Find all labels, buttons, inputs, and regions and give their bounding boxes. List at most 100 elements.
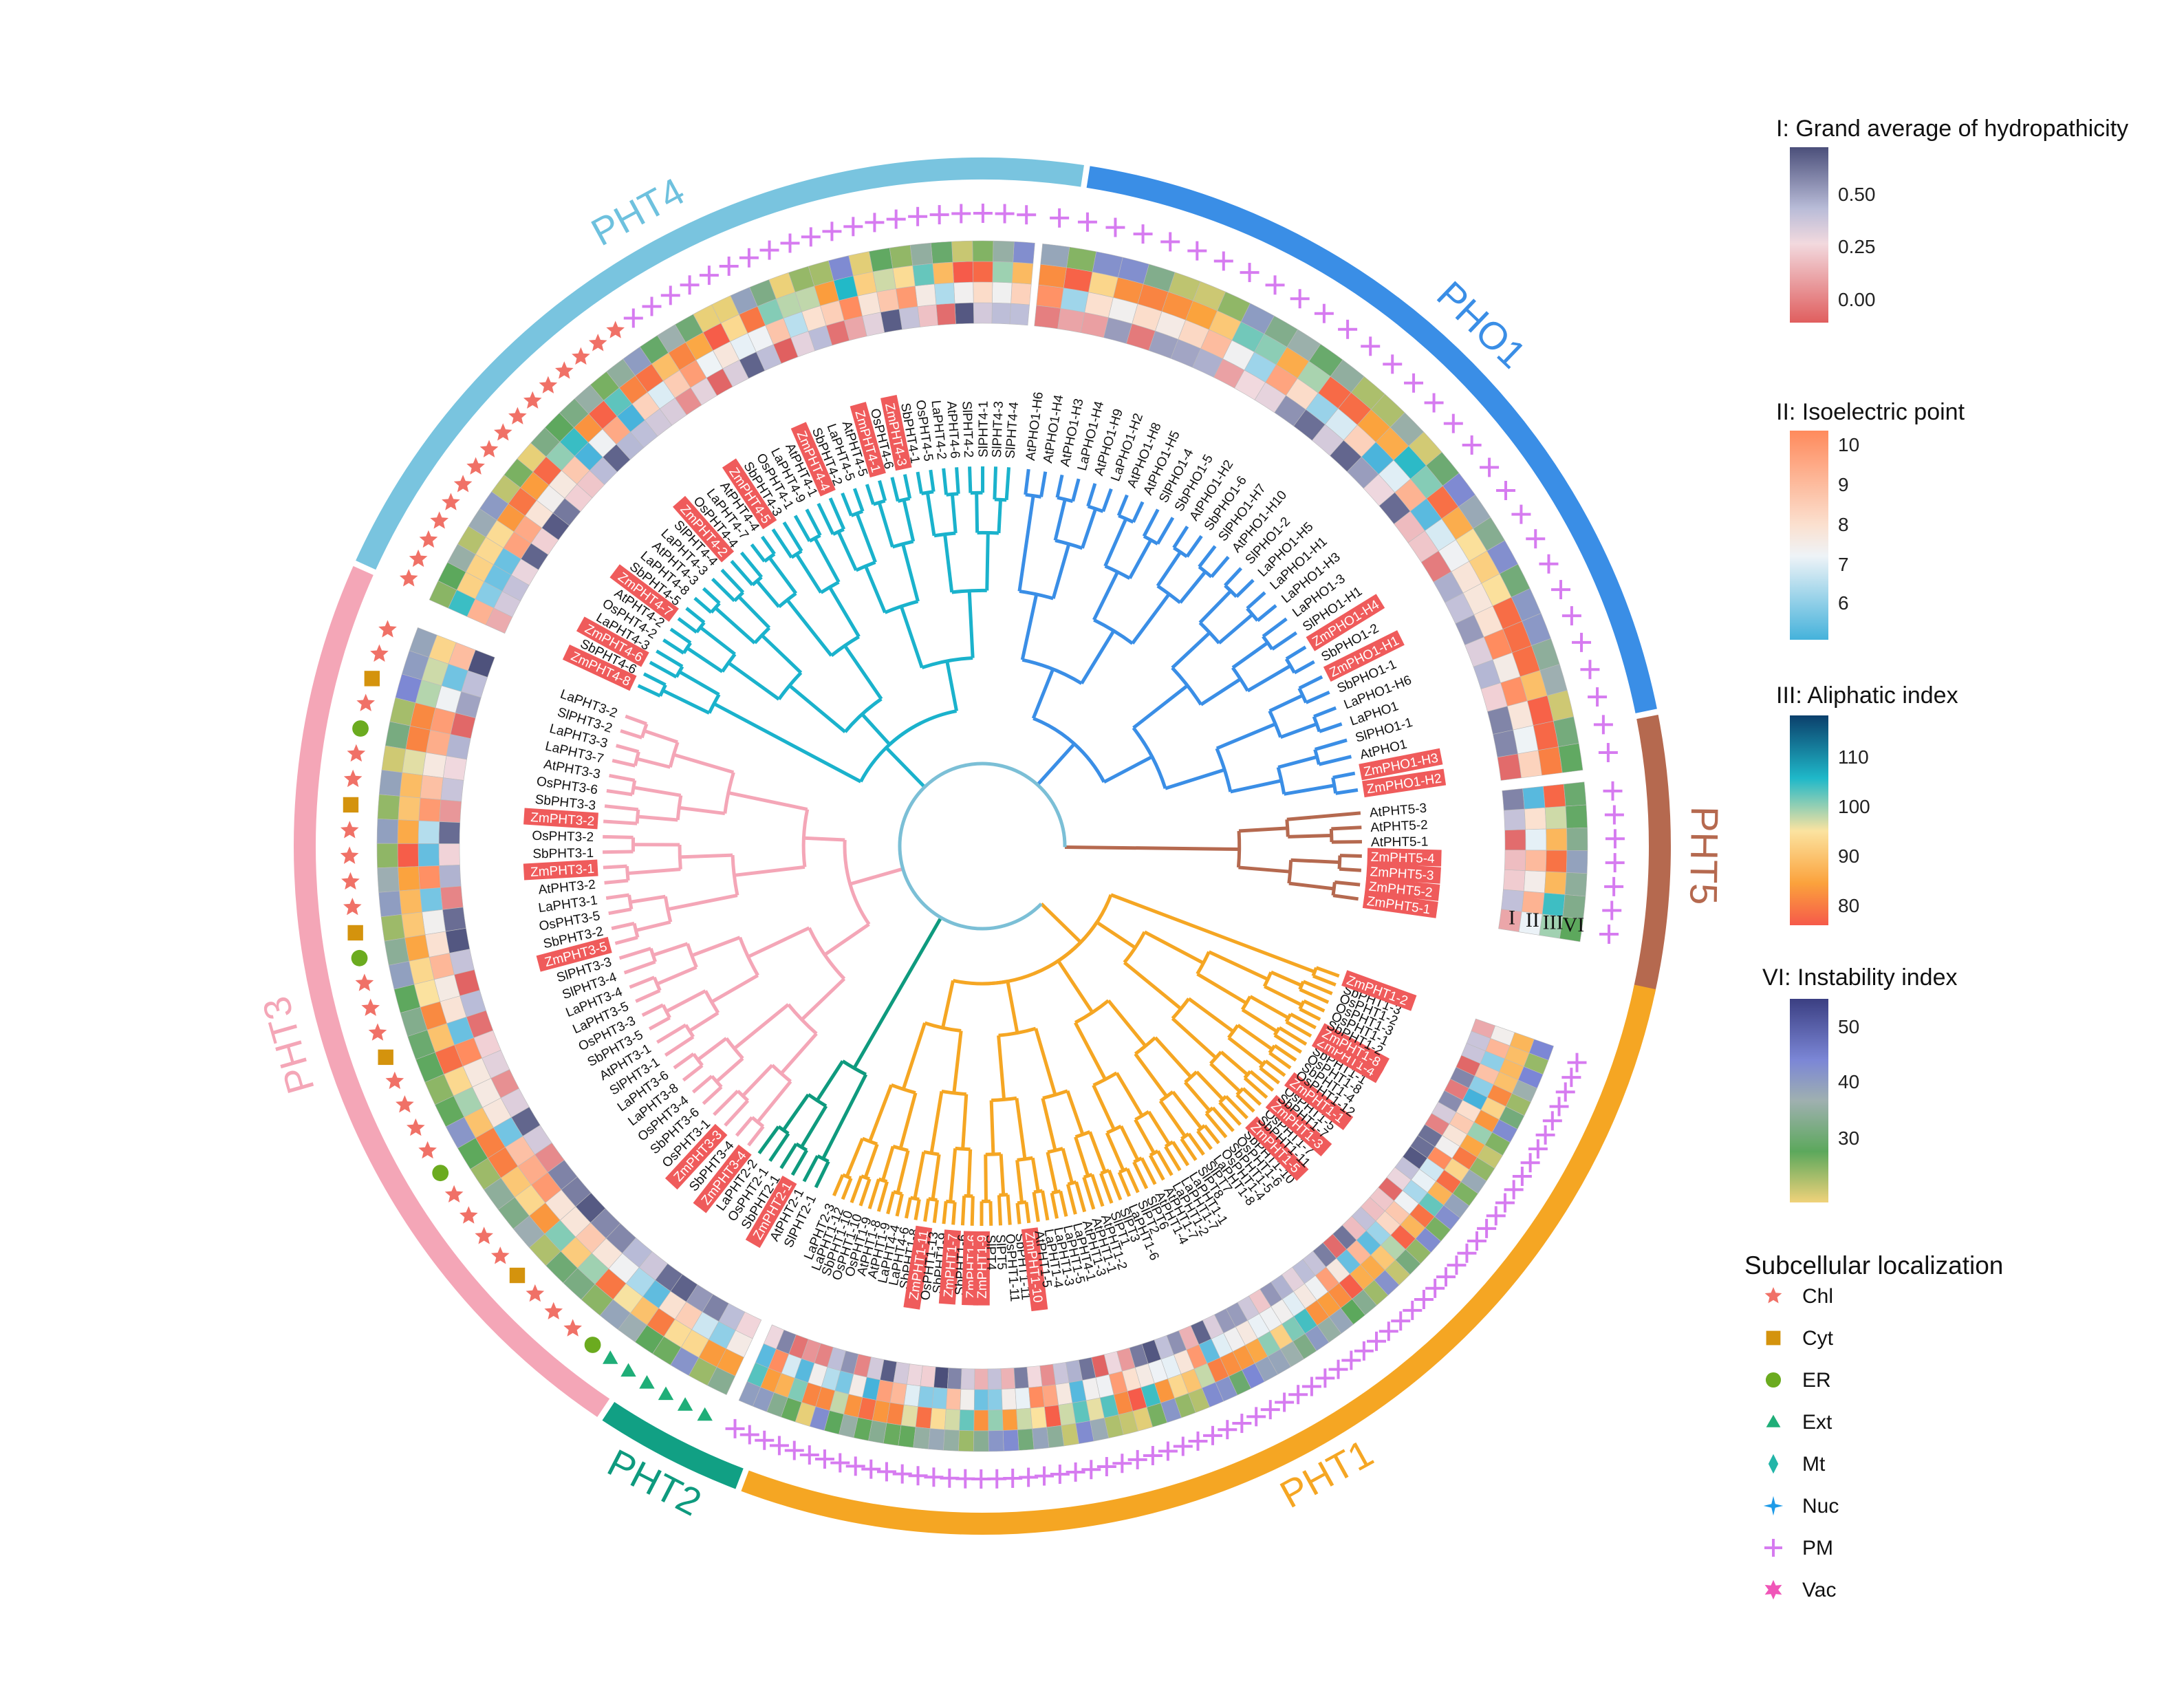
tree-branch — [1286, 811, 1361, 821]
tree-branch — [1055, 474, 1064, 498]
tree-branch — [1284, 1013, 1293, 1023]
tree-branch — [643, 728, 678, 744]
loc-marker-pm — [1112, 1454, 1132, 1474]
heatmap-cell — [848, 251, 874, 277]
tree-branch — [1132, 684, 1189, 730]
loc-marker-chl — [526, 1284, 545, 1302]
tree-branch — [1297, 687, 1308, 704]
tree-branch — [779, 1032, 818, 1075]
tree-branch — [1187, 1132, 1205, 1156]
heatmap-cell — [1546, 690, 1574, 722]
loc-marker-chl — [341, 872, 360, 890]
loc-marker-chl — [396, 1095, 414, 1113]
tree-branch — [691, 936, 741, 958]
tree-branch — [1105, 1132, 1125, 1172]
loc-marker-pm — [995, 204, 1015, 224]
tree-branch — [1312, 715, 1321, 733]
tree-branch — [763, 552, 776, 563]
heatmap-cell — [1545, 850, 1568, 873]
tree-branch — [1235, 579, 1255, 598]
tree-branch — [1115, 1072, 1144, 1117]
tree-branch — [781, 1093, 810, 1132]
tree-branch — [890, 477, 900, 502]
tree-branch — [677, 617, 698, 634]
heatmap-cell — [909, 242, 933, 266]
tree-branch — [991, 1096, 1017, 1103]
heatmap-cell — [1328, 1308, 1354, 1334]
tree-branch — [1262, 971, 1273, 988]
heatmap-cell — [1002, 1409, 1018, 1431]
loc-marker-pm — [1361, 336, 1381, 356]
tree-branch — [738, 936, 759, 977]
tree-branch — [635, 989, 661, 1003]
tree-branch — [1041, 1190, 1050, 1221]
legend-inst-title: VI: Instability index — [1762, 964, 1957, 991]
heatmap-cell — [418, 797, 442, 822]
loc-marker-chl — [340, 846, 359, 864]
heatmap-cell — [1242, 1363, 1265, 1389]
tree-branch — [993, 466, 998, 500]
heatmap-cell — [1308, 343, 1343, 377]
tree-branch — [1059, 1190, 1068, 1217]
tip-highlight — [850, 402, 886, 478]
tree-branch — [1235, 1093, 1255, 1113]
loc-marker-pm — [1447, 1255, 1467, 1275]
loc-marker-chl — [356, 693, 376, 711]
heatmap-cell — [1001, 1388, 1017, 1410]
loc-marker-pm — [1520, 1153, 1540, 1173]
tree-branch — [1064, 845, 1240, 851]
heatmap-cell — [401, 911, 426, 938]
tree-branch — [713, 702, 862, 784]
tree-branch — [832, 1174, 845, 1197]
tree-branch — [902, 499, 916, 542]
heatmap-cell — [1034, 305, 1061, 330]
tree-branch — [1019, 589, 1054, 601]
tree-branch — [730, 559, 754, 586]
heatmap-cell — [749, 279, 777, 307]
heatmap-cell — [1543, 784, 1566, 808]
heatmap-cell — [446, 734, 471, 760]
tree-branch — [921, 490, 934, 495]
tip-highlight — [536, 936, 612, 972]
tree-branch — [1334, 880, 1361, 887]
tip-label: SlPHT4-1 — [977, 401, 991, 457]
heatmap-cell — [1460, 1169, 1487, 1194]
loc-marker-pm — [1035, 1466, 1055, 1486]
loc-marker-ext — [677, 1397, 693, 1411]
loc-marker-pm — [1275, 1392, 1295, 1412]
loc-marker-ext — [1766, 1414, 1781, 1427]
heatmap-cell — [563, 1268, 596, 1300]
heatmap-cell — [951, 240, 973, 263]
legend-loc-label: Ext — [1802, 1411, 1832, 1434]
tree-branch — [1285, 1020, 1312, 1038]
heatmap-cell — [445, 927, 471, 953]
heatmap-cell — [958, 1430, 975, 1452]
loc-marker-ext — [603, 1350, 618, 1364]
tree-branch — [1171, 631, 1211, 669]
tree-branch — [1118, 1167, 1128, 1174]
tip-label: SlPT5 — [993, 1234, 1008, 1271]
tree-branch — [1015, 1160, 1024, 1203]
tree-branch — [997, 1195, 1003, 1226]
tree-branch — [737, 595, 771, 629]
loc-marker-chl — [479, 440, 499, 457]
tree-branch — [1332, 771, 1356, 779]
heatmap-cell — [766, 1392, 788, 1418]
heatmap-cell — [1026, 1365, 1043, 1388]
loc-marker-cyt — [347, 925, 363, 941]
heatmap-cell — [1525, 828, 1547, 851]
tree-branch — [633, 786, 682, 797]
loc-marker-pm — [1457, 1243, 1477, 1263]
tip-label: AtPHT5-3 — [1369, 801, 1427, 821]
tree-branch — [735, 1116, 754, 1137]
tree-branch — [1082, 1176, 1096, 1210]
heatmap-cell — [1132, 1407, 1154, 1432]
tree-branch — [970, 1196, 975, 1226]
tip-label-text: SlPHT4-3 — [990, 401, 1006, 458]
tree-branch — [1224, 567, 1243, 587]
tree-branch — [1101, 488, 1113, 512]
loc-marker-pm — [1081, 1460, 1101, 1480]
legend-inst-tick: 30 — [1838, 1127, 1859, 1149]
tree-branch — [686, 646, 724, 673]
tree-branch — [1132, 1161, 1149, 1189]
